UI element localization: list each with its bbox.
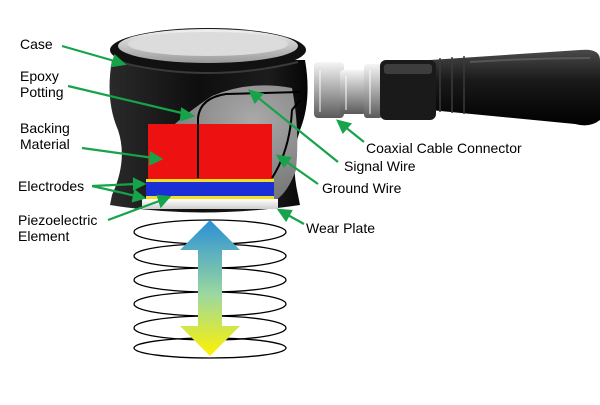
label-epoxy-line1: Epoxy xyxy=(20,68,59,84)
arrow-signal xyxy=(248,89,339,163)
arrow-epoxy xyxy=(67,84,196,122)
label-case: Case xyxy=(20,36,53,52)
signal-wire xyxy=(197,91,301,178)
cable-connector xyxy=(314,60,436,120)
label-backing-line2: Material xyxy=(20,136,70,152)
label-signal-wire: Signal Wire xyxy=(344,158,416,174)
piezoelectric-element xyxy=(146,182,274,196)
ultrasound-double-arrow xyxy=(180,220,240,356)
label-electrodes: Electrodes xyxy=(18,178,85,194)
electrode-bottom xyxy=(146,196,274,199)
label-pointers xyxy=(61,44,365,225)
label-piezo-line2: Element xyxy=(18,228,70,244)
arrow-backing xyxy=(81,146,164,166)
arrow-wear xyxy=(276,208,305,225)
label-piezo-line1: Piezoelectric xyxy=(18,212,98,228)
arrow-case xyxy=(61,44,127,68)
arrow-electrodes-bottom xyxy=(91,184,147,203)
label-coaxial-cable-connector: Coaxial Cable Connector xyxy=(366,140,522,156)
label-backing-material: Backing Material xyxy=(20,120,70,152)
label-piezoelectric-element: Piezoelectric Element xyxy=(18,212,97,244)
arrow-ground xyxy=(275,154,319,185)
label-epoxy-line2: Potting xyxy=(20,84,64,100)
label-epoxy-potting: Epoxy Potting xyxy=(20,68,64,100)
ground-wire xyxy=(271,99,301,179)
arrow-electrodes-top xyxy=(91,177,147,191)
label-backing-line1: Backing xyxy=(20,120,70,136)
wear-plate xyxy=(142,199,278,209)
electrode-top xyxy=(146,179,274,182)
arrow-piezo xyxy=(107,194,172,222)
backing-material xyxy=(148,124,272,180)
arrow-coax xyxy=(336,119,365,143)
label-wear-plate: Wear Plate xyxy=(306,220,375,236)
coaxial-cable xyxy=(430,49,600,126)
label-ground-wire: Ground Wire xyxy=(322,180,402,196)
